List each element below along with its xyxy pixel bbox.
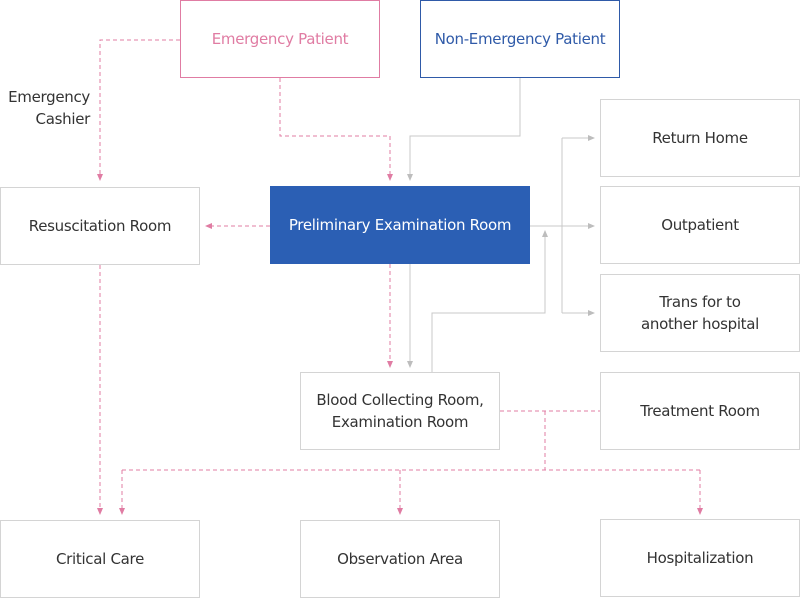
node-resuscitation-room: Resuscitation Room [0,187,200,265]
node-label-line2: Examination Room [331,413,469,431]
node-label: Observation Area [337,550,463,568]
node-hospitalization: Hospitalization [600,519,800,597]
edge-emergency-to-preliminary [279,78,393,181]
node-label: Resuscitation Room [28,217,172,235]
node-non-emergency-patient: Non-Emergency Patient [420,0,620,78]
node-label: Return Home [652,129,748,147]
node-emergency-patient: Emergency Patient [180,0,380,78]
edge-label-emergency-cashier: Emergency Cashier [0,86,90,130]
edge-nonemergency-to-preliminary [407,78,521,181]
node-label: Preliminary Examination Room [288,216,512,234]
edge-blood-to-preliminary [431,230,548,372]
node-label: Emergency Patient [211,30,349,48]
node-label-line1: Blood Collecting Room, [316,391,484,409]
node-label: Non-Emergency Patient [434,30,606,48]
edge-label-line1: Emergency [8,88,90,106]
node-preliminary-examination-room: Preliminary Examination Room [270,186,530,264]
node-trans-another-hospital: Trans for to another hospital [600,274,800,352]
node-outpatient: Outpatient [600,186,800,264]
node-label: Critical Care [55,550,145,568]
node-label: Outpatient [661,216,739,234]
node-return-home: Return Home [600,99,800,177]
node-label: Hospitalization [646,549,754,567]
edge-label-line2: Cashier [35,110,91,128]
node-label-line1: Trans for to [659,293,741,311]
edge-emergency-to-resuscitation [97,39,180,181]
node-blood-collecting-room: Blood Collecting Room, Examination Room [300,372,500,450]
node-observation-area: Observation Area [300,520,500,598]
node-treatment-room: Treatment Room [600,372,800,450]
node-label: Treatment Room [640,402,760,420]
node-label-line2: another hospital [640,315,760,333]
node-critical-care: Critical Care [0,520,200,598]
